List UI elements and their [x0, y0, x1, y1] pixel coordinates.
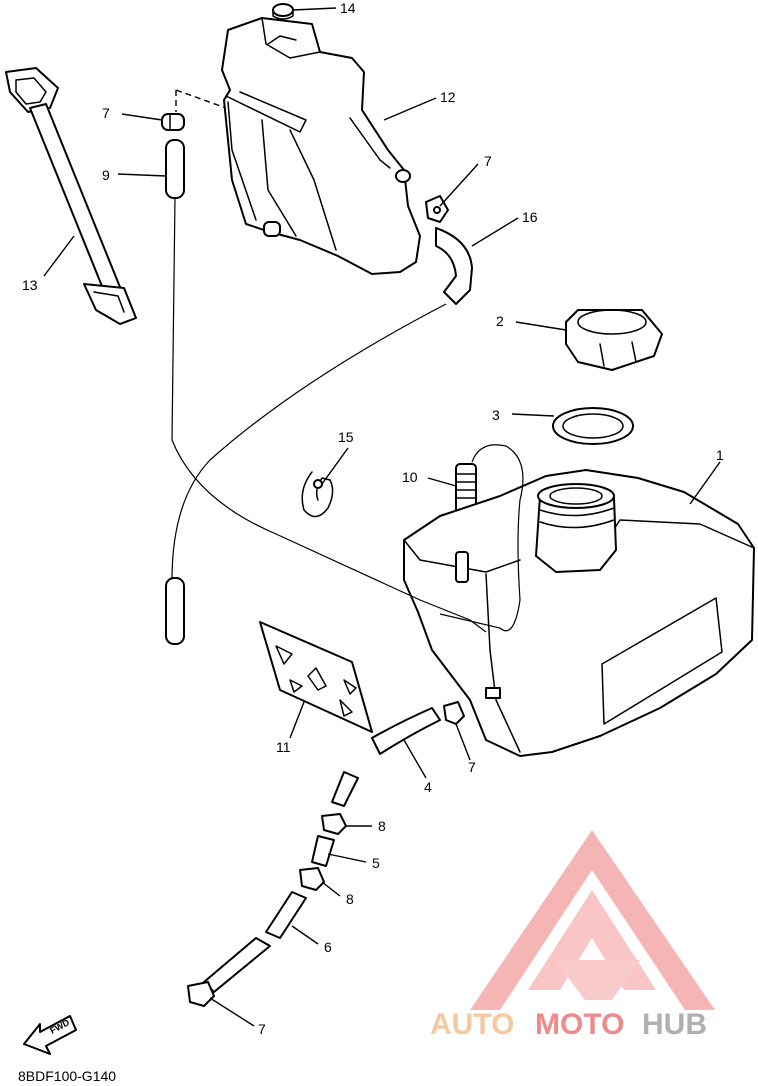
callout-14: 14 — [340, 0, 356, 16]
hose-routing-lines — [165, 89, 524, 645]
callout-5: 5 — [372, 855, 380, 871]
part-5-fuel-cock — [311, 835, 335, 867]
part-12-reservoir-tank — [221, 17, 421, 275]
callout-1: 1 — [716, 447, 724, 463]
part-8-clip-lower — [299, 867, 325, 891]
watermark-text: AUTO MOTO HUB — [430, 1008, 707, 1041]
watermark-logo-mark — [470, 830, 715, 1010]
callout-7-c: 7 — [468, 759, 476, 775]
callout-8-b: 8 — [346, 891, 354, 907]
part-11-protector-plate — [259, 621, 373, 733]
part-7-clip-lower — [443, 701, 465, 725]
callout-15: 15 — [338, 429, 354, 445]
callout-6: 6 — [324, 939, 332, 955]
callout-2: 2 — [496, 313, 504, 329]
part-6-hose — [203, 891, 307, 993]
part-1-fuel-tank — [403, 469, 755, 757]
drawing-code: 8BDF100-G140 — [18, 1068, 117, 1084]
fwd-arrow-icon: FWD — [23, 1015, 77, 1055]
callout-10: 10 — [402, 469, 418, 485]
callout-12: 12 — [440, 89, 456, 105]
leader-lines — [43, 7, 721, 1027]
callout-3: 3 — [492, 407, 500, 423]
part-14-cap — [272, 3, 294, 20]
callout-9: 9 — [102, 167, 110, 183]
callout-labels: 14 12 7 9 7 16 13 2 3 15 10 1 11 7 4 8 5… — [22, 0, 724, 1037]
part-4-hose — [331, 707, 441, 807]
part-16-hose — [435, 227, 473, 305]
callout-7-b: 7 — [484, 153, 492, 169]
callout-8-a: 8 — [378, 818, 386, 834]
callout-4: 4 — [424, 779, 432, 795]
watermark-text-moto: MOTO — [535, 1008, 624, 1041]
callout-7-d: 7 — [258, 1021, 266, 1037]
part-2-filler-cap — [565, 309, 663, 371]
part-3-gasket — [552, 407, 634, 445]
part-13-strap — [5, 67, 137, 325]
part-15-clip — [301, 471, 334, 518]
callout-7-a: 7 — [102, 105, 110, 121]
part-9-hose — [165, 139, 185, 199]
callout-11: 11 — [276, 739, 291, 755]
callout-16: 16 — [522, 209, 538, 225]
part-8-clip-upper — [321, 813, 347, 835]
part-7-clip-top — [161, 113, 185, 131]
watermark-text-auto: AUTO — [430, 1008, 514, 1041]
watermark-text-hub: HUB — [642, 1008, 707, 1041]
callout-13: 13 — [22, 277, 38, 293]
part-7-clip-bottom — [187, 981, 215, 1007]
